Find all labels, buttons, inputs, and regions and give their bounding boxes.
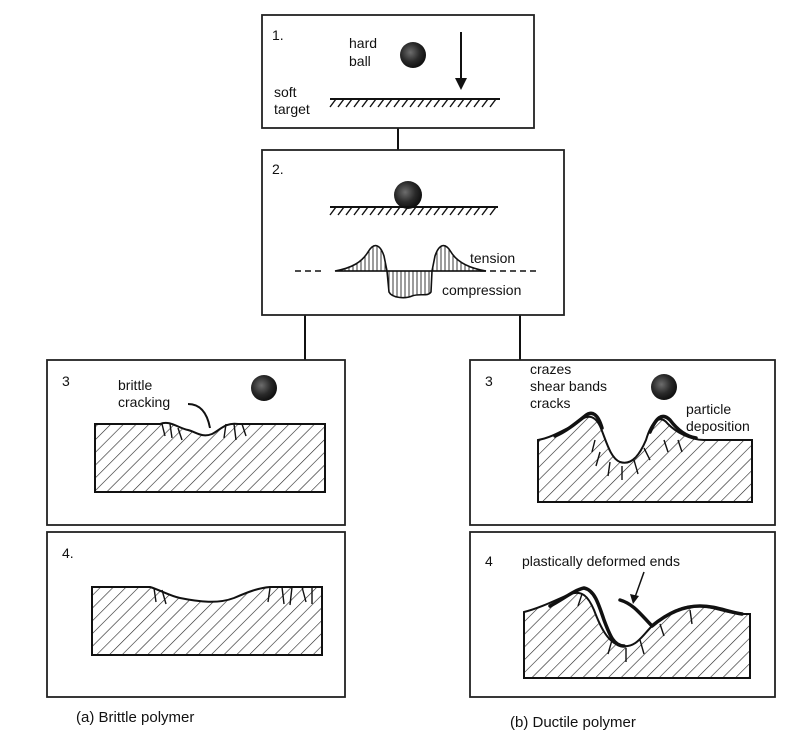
brittle-cracking-label-2: cracking [118, 394, 170, 410]
target-surface [329, 206, 498, 216]
panel-4b-step: 4 [485, 553, 493, 569]
label-pointer [187, 403, 211, 429]
brittle-cracking-label-1: brittle [118, 377, 152, 393]
craze-marks [577, 593, 693, 662]
compression-label: compression [442, 282, 521, 298]
panel-3-ductile: 3 crazes shear bands cracks particle dep… [469, 359, 776, 526]
ductile-label-crazes: crazes [530, 361, 571, 377]
hard-ball-icon [394, 181, 422, 209]
panel-3b-step: 3 [485, 373, 493, 389]
brittle-target-block [94, 421, 326, 493]
panel-1: 1. hard ball soft target [261, 14, 535, 129]
hard-ball-icon [251, 375, 277, 401]
crack-marks [161, 423, 247, 441]
caption-brittle: (a) Brittle polymer [76, 709, 194, 726]
target-surface [329, 98, 500, 108]
stress-distribution-curve [295, 244, 540, 299]
deformed-end-right [618, 598, 744, 628]
caption-ductile: (b) Ductile polymer [510, 714, 636, 731]
ductile-label-shear-bands: shear bands [530, 378, 607, 394]
down-arrow-icon [455, 32, 467, 90]
plastically-deformed-ends-label: plastically deformed ends [522, 553, 680, 569]
deformed-lip-right [648, 414, 698, 440]
craze-marks [591, 439, 683, 480]
hard-ball-icon [400, 42, 426, 68]
panel-4-ductile: 4 plastically deformed ends [469, 531, 776, 698]
connector-lines [304, 128, 521, 360]
particle-deposition-label-1: particle [686, 401, 731, 417]
panel-3-brittle: 3 brittle cracking [46, 359, 346, 526]
deformed-end-left [548, 586, 626, 648]
panel-4a-step: 4. [62, 545, 74, 561]
hard-ball-label-1: hard [349, 35, 377, 51]
soft-target-label-2: target [274, 101, 310, 117]
panel-1-step: 1. [272, 27, 284, 43]
soft-target-label-1: soft [274, 84, 297, 100]
brittle-eroded-block [91, 586, 323, 656]
panel-4-brittle: 4. [46, 531, 346, 698]
crack-marks [153, 586, 313, 606]
deformed-lip-left [553, 411, 604, 438]
hard-ball-icon [651, 374, 677, 400]
ductile-label-cracks: cracks [530, 395, 570, 411]
panel-2-step: 2. [272, 161, 284, 177]
particle-deposition-label-2: deposition [686, 418, 750, 434]
panel-2: 2. [261, 149, 565, 316]
hard-ball-label-2: ball [349, 53, 371, 69]
panel-3a-step: 3 [62, 373, 70, 389]
tension-label: tension [470, 250, 515, 266]
label-pointer [630, 571, 645, 604]
